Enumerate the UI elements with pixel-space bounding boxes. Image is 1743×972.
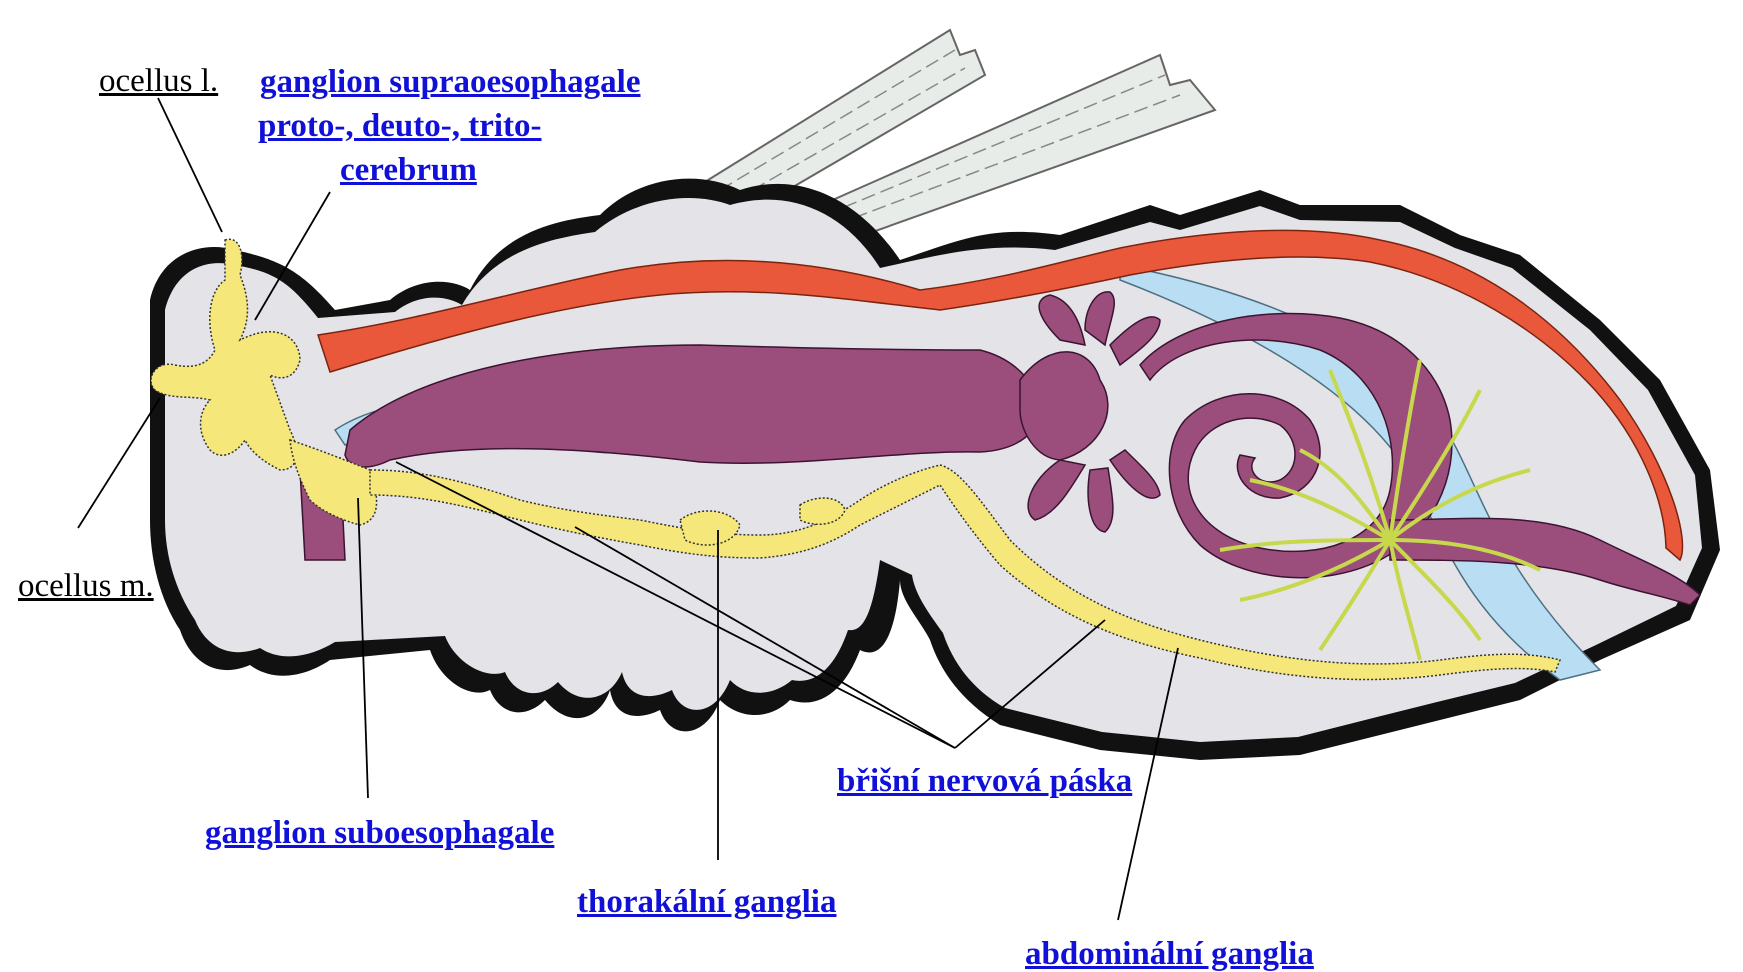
pointer-ocellus-m — [78, 398, 160, 528]
link-abdominalni-ganglia[interactable]: abdominální ganglia — [1025, 938, 1314, 971]
label-ocellus-median: ocellus m. — [18, 570, 154, 603]
link-proto-deuto-trito[interactable]: proto-, deuto-, trito- — [258, 110, 542, 143]
link-ganglion-supraoesophagale[interactable]: ganglion supraoesophagale — [260, 66, 641, 99]
link-bricni-nervova-paska[interactable]: břišní nervová páska — [837, 765, 1132, 798]
link-ganglion-suboesophagale[interactable]: ganglion suboesophagale — [205, 817, 554, 850]
link-thorakalni-ganglia[interactable]: thorakální ganglia — [577, 886, 836, 919]
pointer-ocellus-l — [158, 98, 222, 232]
link-cerebrum[interactable]: cerebrum — [340, 154, 477, 187]
label-ocellus-lateral: ocellus l. — [99, 65, 218, 98]
